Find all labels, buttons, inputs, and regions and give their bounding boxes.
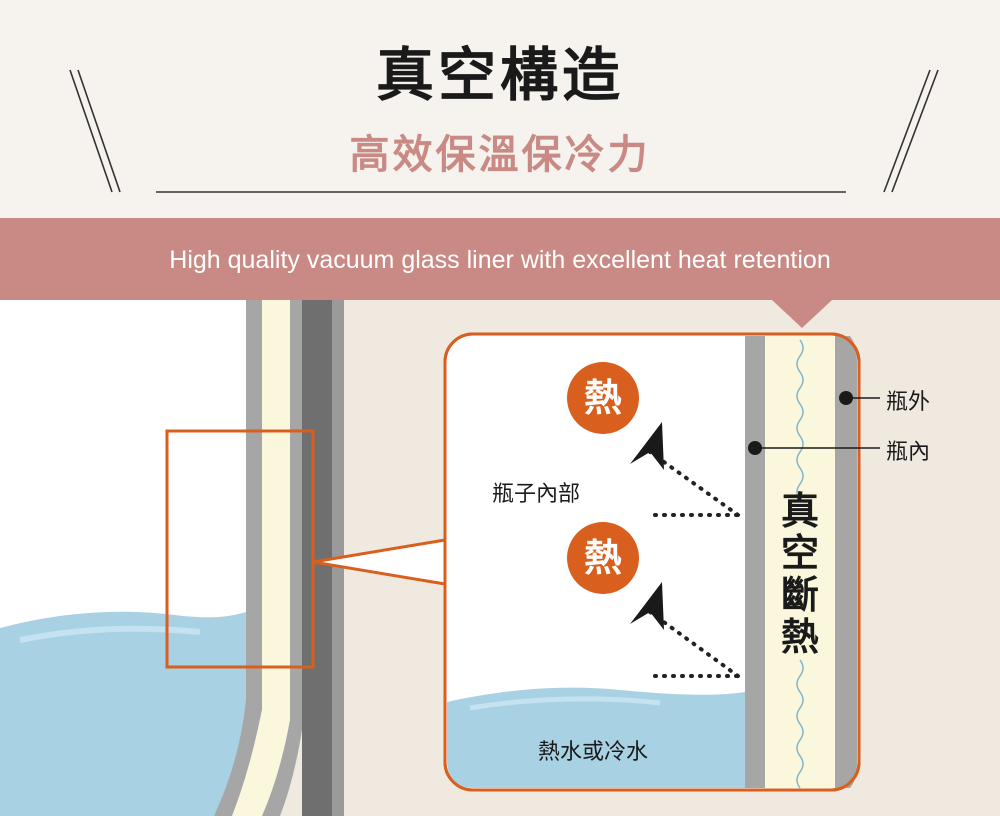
label-vacuum-char: 真 [780,489,819,533]
zoom-frame [165,429,315,669]
heat-path-lower [648,610,740,678]
heat-icon: 熱 [567,362,639,434]
page-title: 真空構造 [375,41,624,109]
banner-text: High quality vacuum glass liner with exc… [169,246,831,274]
label-vacuum-char: 斷 [780,573,819,617]
heat-icon: 熱 [567,522,639,594]
label-liquid: 熱水或冷水 [538,740,649,765]
water-left [0,611,246,816]
heat-path-upper [648,450,740,517]
callout-pointer [772,300,832,328]
dark-outer-casing [302,300,332,816]
page-subtitle: 高效保溫保冷力 [349,132,651,178]
decorative-slashes-left [69,69,121,193]
vacuum-layer-callout [765,336,835,788]
label-vacuum-insulation: 真空斷熱 [770,490,830,658]
label-vacuum-char: 熱 [780,615,819,659]
leader-dot-outer [839,391,853,405]
header-area: 真空構造 高效保溫保冷力 [0,0,1000,218]
water-callout [447,687,745,788]
vacuum-wave-line [796,339,804,789]
water-wave-highlight [19,625,201,643]
inner-wall-left [214,300,262,816]
arrow-head-upper [630,422,664,470]
decorative-slashes-right [883,69,939,193]
vacuum-layer-left [232,300,290,816]
banner: High quality vacuum glass liner with exc… [0,218,1000,300]
leader-dot-inner [748,441,762,455]
label-inside-bottle: 瓶子內部 [492,482,581,507]
arrow-head-lower [630,582,664,630]
outer-wall-callout [835,336,857,788]
outer-wall-left [262,300,302,816]
inner-wall-callout [745,336,765,788]
label-inner-wall: 瓶內 [886,440,931,465]
label-vacuum-char: 空 [780,531,819,575]
callout-border-overlay [443,332,861,792]
water-callout-highlight [469,696,661,711]
label-outer-wall: 瓶外 [886,390,931,415]
